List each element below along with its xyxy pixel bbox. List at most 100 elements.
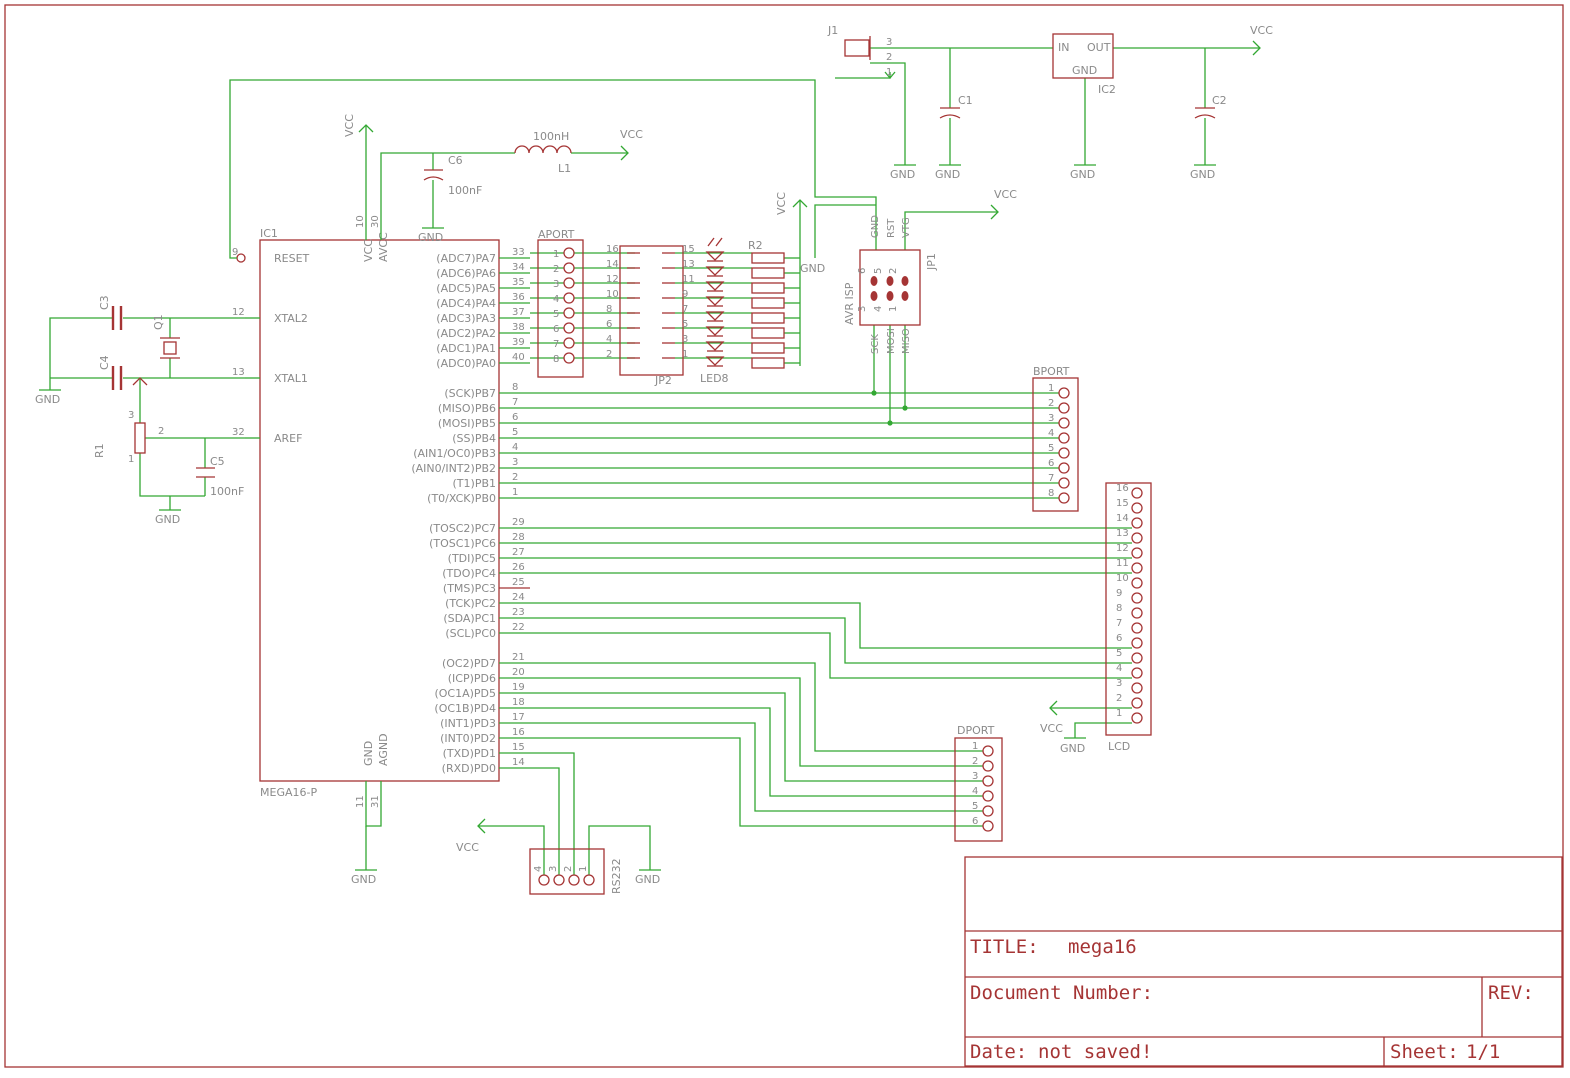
ic1-pin-number: 34 (512, 262, 525, 273)
isp-pin-number: 1 (888, 306, 899, 312)
bport-label: BPORT (1033, 365, 1070, 378)
l1-inductor (514, 145, 572, 154)
ic1-pin-name: (TMS)PC3 (443, 582, 496, 595)
bport-pin-number: 6 (1048, 458, 1054, 469)
wire (530, 677, 983, 767)
ic1-pin-number: 11 (355, 795, 366, 808)
ic1-pin-number: 14 (512, 757, 525, 768)
isp-pin (870, 276, 878, 286)
vcc-label: VCC (1040, 722, 1063, 735)
vcc-label: VCC (343, 114, 356, 137)
gnd-label: GND (890, 168, 915, 181)
ic1-pin-name: (AIN1/OC0)PB3 (413, 447, 496, 460)
bport-header (1032, 377, 1079, 512)
ic1-pin-number: 12 (232, 307, 245, 318)
lcd-pin-number: 3 (1116, 678, 1122, 689)
bport-pin-number: 2 (1048, 398, 1054, 409)
lcd-pin (1131, 532, 1143, 544)
lcd-pin-number: 16 (1116, 483, 1129, 494)
wire (478, 825, 545, 875)
r1-wiper-arrow (132, 377, 148, 386)
vcc-label: VCC (994, 188, 1017, 201)
rs232-header (529, 848, 605, 895)
ic1-pin-name: (TDI)PC5 (448, 552, 496, 565)
bport-pin-number: 4 (1048, 428, 1054, 439)
ic1-pin-number: 19 (512, 682, 525, 693)
ic1-pin-number: 1 (512, 487, 518, 498)
wire (530, 617, 1132, 664)
aport-pin-number: 5 (553, 309, 559, 320)
wire (365, 781, 382, 827)
c1-label: C1 (958, 94, 973, 107)
r2-resistor (751, 252, 785, 264)
dport-pin (982, 745, 994, 757)
wires (49, 47, 1260, 875)
ic1-pin-name: (TCK)PC2 (445, 597, 496, 610)
lcd-pin (1131, 547, 1143, 559)
vcc-arrow (1049, 700, 1058, 716)
ic1-pin-number: 28 (512, 532, 525, 543)
lcd-pin (1131, 667, 1143, 679)
ic1-pin-name: XTAL1 (274, 372, 308, 385)
jp2-pin-number: 9 (682, 289, 688, 300)
gnd-label: GND (635, 873, 660, 886)
ic2-regulator (1052, 33, 1114, 79)
dport-pin (982, 775, 994, 787)
ic1-pin-number: 36 (512, 292, 525, 303)
c6-plate (423, 176, 444, 181)
lcd-pin-number: 4 (1116, 663, 1122, 674)
ic1-pin-number: 16 (512, 727, 525, 738)
isp-header (859, 249, 921, 326)
wire (904, 211, 998, 250)
vcc-arrow (792, 199, 808, 208)
aport-pin (563, 322, 575, 334)
led-emission-arrows (707, 237, 723, 247)
ic1-pin-number: 5 (512, 427, 518, 438)
aport-pin (563, 337, 575, 349)
ic1-pin-name: (INT1)PD3 (440, 717, 496, 730)
vcc-arrow (990, 204, 999, 220)
isp-pin-number: 2 (888, 268, 899, 274)
bport-pin-number: 1 (1048, 383, 1054, 394)
gnd-label: GND (1070, 168, 1095, 181)
gnd-label: GND (935, 168, 960, 181)
dport-pin-number: 2 (972, 756, 978, 767)
lcd-pin (1131, 562, 1143, 574)
bport-pin-number: 5 (1048, 443, 1054, 454)
dport-pin (982, 820, 994, 832)
aport-pin (563, 352, 575, 364)
lcd-pin-number: 2 (1116, 693, 1122, 704)
labels: VCCGNDC6100nF100nHL1VCCGNDGNDC3C4Q1GNDR1… (35, 24, 1273, 894)
wire (49, 317, 112, 390)
ic1-pin-name: (ADC4)PA4 (436, 297, 496, 310)
ic1-pin-number: 9 (232, 247, 238, 258)
ic1-pin-number: 24 (512, 592, 525, 603)
vcc-arrow (358, 124, 374, 133)
ic1-pin-name: (OC2)PD7 (442, 657, 496, 670)
ic1-pin-number: 37 (512, 307, 525, 318)
isp-ref: JP1 (925, 253, 938, 271)
led (705, 251, 725, 261)
date-value: not saved! (1038, 1041, 1152, 1063)
gnd-label: GND (1060, 742, 1085, 755)
ic1-pin-name: (TXD)PD1 (443, 747, 496, 760)
isp-pin-number: 6 (857, 268, 868, 274)
ic1-pin-name: (ADC7)PA7 (436, 252, 496, 265)
ic2-out-label: OUT (1087, 41, 1111, 54)
lcd-pin-number: 8 (1116, 603, 1122, 614)
dport-pin-number: 4 (972, 786, 978, 797)
bport-pin (1058, 432, 1070, 444)
bport-pin-number: 7 (1048, 473, 1054, 484)
title-label: TITLE: (970, 936, 1039, 958)
wire (588, 825, 651, 875)
c5-label: C5 (210, 455, 225, 468)
jp2-pin-number: 2 (606, 349, 612, 360)
lcd-pin-number: 1 (1116, 708, 1122, 719)
ic1-pin-name: AREF (274, 432, 302, 445)
jp2-pin-number: 10 (606, 289, 619, 300)
r2-resistor (751, 327, 785, 339)
gnd-label: GND (155, 513, 180, 526)
aport-pin (563, 247, 575, 259)
aport-pin-number: 1 (553, 249, 559, 260)
